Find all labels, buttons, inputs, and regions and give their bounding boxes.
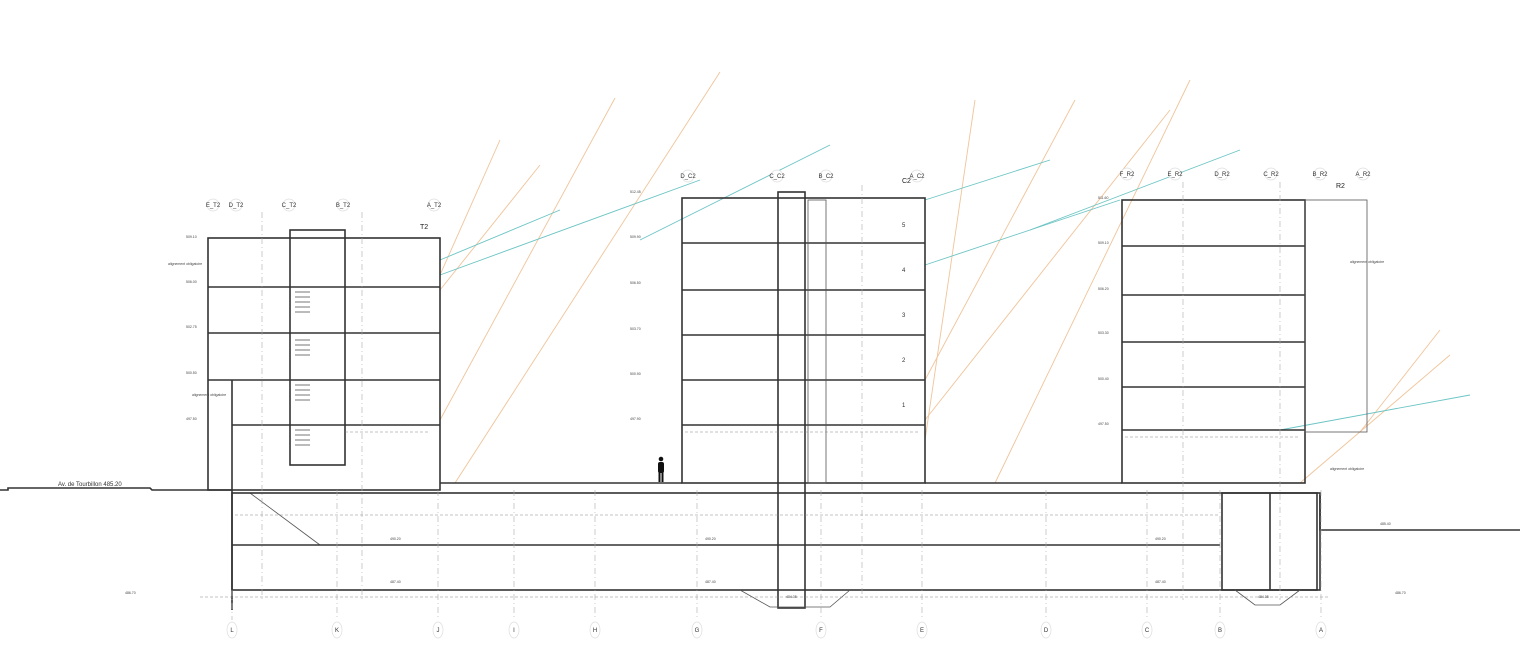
- level-label: 509.90: [630, 235, 641, 239]
- grid-label: L: [230, 628, 234, 634]
- grid-label: J: [437, 628, 440, 634]
- bottom-grid-bubbles: L K J I H G F E D C B A: [226, 621, 1327, 639]
- level-label: 506.20: [1098, 287, 1109, 291]
- grid-label: C_C2: [769, 174, 785, 180]
- level-label: 512.45: [630, 190, 641, 194]
- ground-line-right: [1319, 495, 1520, 531]
- sump-level: 484.35: [1258, 595, 1269, 599]
- alignment-note: alignement obligatoire: [168, 262, 202, 266]
- grid-label: E_T2: [206, 203, 221, 209]
- level-label: 500.50: [186, 371, 197, 375]
- basement-level: 490.20: [705, 537, 716, 541]
- grid-bubbles-c2: D_C2 C_C2 B_C2 A_C2 C2: [680, 169, 925, 185]
- level-label: 506.00: [186, 280, 197, 284]
- grid-bubbles-t2: E_T2 D_T2 C_T2 B_T2 A_T2 T2: [206, 198, 442, 231]
- building-c2: [681, 191, 926, 609]
- grid-label: A: [1319, 628, 1323, 634]
- grid-label: D_R2: [1214, 172, 1230, 178]
- level-markers-r2: 511.60 509.10 506.20 503.30 500.40 497.5…: [1098, 196, 1109, 426]
- street-ground-line: [0, 487, 232, 491]
- basement-level: 490.20: [390, 537, 401, 541]
- level-label: 497.50: [1098, 422, 1109, 426]
- level-label: 503.30: [1098, 331, 1109, 335]
- basement-level: 487.40: [390, 580, 401, 584]
- grid-label: K: [335, 628, 339, 634]
- floor-number: 3: [902, 313, 906, 319]
- grid-label: B: [1218, 628, 1222, 634]
- grid-label: F: [819, 628, 823, 634]
- alignment-note: alignement obligatoire: [1350, 260, 1384, 264]
- level-label: 497.90: [630, 417, 641, 421]
- floor-number: 2: [902, 358, 906, 364]
- grid-label: G: [695, 628, 700, 634]
- street-label: Av. de Tourbillon 485.20: [58, 482, 122, 488]
- person-silhouette: [658, 456, 664, 482]
- level-label: 497.50: [186, 417, 197, 421]
- base-level-left: 486.70: [125, 591, 136, 595]
- level-label: 506.50: [630, 281, 641, 285]
- basement-level: 490.20: [1155, 537, 1166, 541]
- grid-label: B_T2: [336, 203, 351, 209]
- grid-label: B_R2: [1312, 172, 1328, 178]
- basement-level: 487.40: [1155, 580, 1166, 584]
- basement: [200, 482, 1330, 608]
- level-label: 503.70: [630, 327, 641, 331]
- grid-label: E: [920, 628, 924, 634]
- level-label: 509.10: [1098, 241, 1109, 245]
- grid-label: C: [1145, 628, 1150, 634]
- grid-bubbles-r2: F_R2 E_R2 D_R2 C_R2 B_R2 A_R2 R2: [1120, 167, 1371, 190]
- grid-label: D_T2: [229, 203, 244, 209]
- grid-label: A_C2: [909, 174, 925, 180]
- grid-label: A_R2: [1355, 172, 1371, 178]
- grid-label: A_T2: [427, 203, 442, 209]
- level-label: 500.40: [1098, 377, 1109, 381]
- basement-level: 487.40: [705, 580, 716, 584]
- alignment-note: alignement obligatoire: [192, 393, 226, 397]
- grid-label: E_R2: [1167, 172, 1183, 178]
- grid-label: C_R2: [1263, 172, 1279, 178]
- grid-label: B_C2: [818, 174, 834, 180]
- building-label-c2: C2: [902, 178, 911, 185]
- level-label: 511.60: [1098, 196, 1108, 200]
- level-markers-t2: 509.10 506.00 502.75 500.50 497.50 align…: [168, 235, 226, 421]
- floor-number: 4: [902, 268, 906, 274]
- grid-lines: [231, 182, 1322, 620]
- floor-number: 1: [902, 403, 906, 409]
- floor-number: 5: [902, 223, 906, 229]
- base-level-right: 486.70: [1395, 591, 1406, 595]
- grid-label: I: [513, 628, 515, 634]
- ground-level-label: 485.40: [1380, 522, 1391, 526]
- level-label: 509.10: [186, 235, 197, 239]
- building-label-r2: R2: [1336, 183, 1345, 190]
- sun-angle-lines: [439, 71, 1471, 484]
- sump-level: 484.35: [786, 595, 797, 599]
- level-label: 502.75: [186, 325, 197, 329]
- level-markers-c2: 512.45 509.90 506.50 503.70 500.90 497.9…: [630, 190, 906, 421]
- alignment-note: alignement obligatoire: [1330, 467, 1364, 471]
- level-label: 500.90: [630, 372, 641, 376]
- building-t2: [207, 229, 441, 610]
- grid-label: C_T2: [282, 203, 297, 209]
- building-label-t2: T2: [420, 224, 428, 231]
- grid-label: H: [593, 628, 597, 634]
- grid-label: D: [1044, 628, 1049, 634]
- building-r2: [1121, 199, 1368, 484]
- grid-label: D_C2: [680, 174, 696, 180]
- grid-label: F_R2: [1120, 172, 1135, 178]
